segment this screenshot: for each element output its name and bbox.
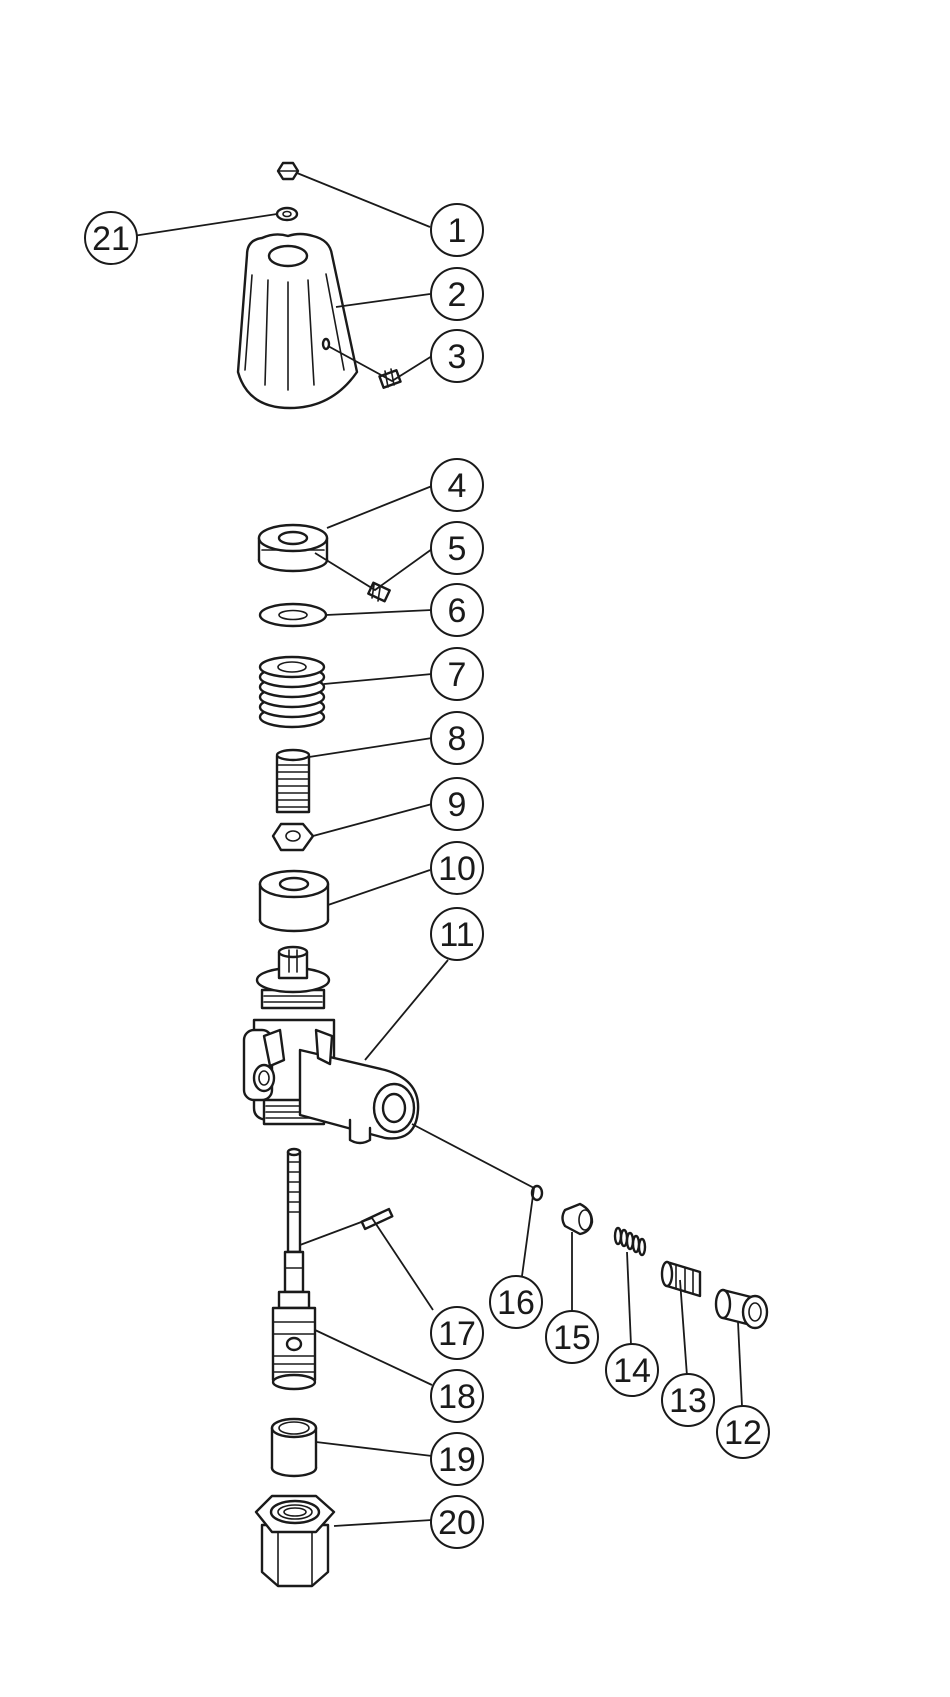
callout-5: 5 <box>430 521 484 575</box>
part-13-cage-drawing <box>660 1260 702 1298</box>
callout-3: 3 <box>430 329 484 383</box>
callout-20: 20 <box>430 1495 484 1549</box>
leader-2 <box>335 293 431 308</box>
part-6-washer-drawing <box>258 602 328 628</box>
callout-1-label: 1 <box>448 212 467 250</box>
leader-5 <box>314 548 433 592</box>
part-7-spring-drawing <box>258 655 326 729</box>
callout-8: 8 <box>430 711 484 765</box>
callout-2-label: 2 <box>448 276 467 314</box>
callouts: 1 2 3 4 5 6 7 8 <box>84 203 770 1549</box>
callout-13: 13 <box>661 1373 715 1427</box>
callout-16-label: 16 <box>497 1284 535 1322</box>
leader-11 <box>364 959 449 1061</box>
leader-3 <box>327 345 433 383</box>
leader-12 <box>737 1321 743 1407</box>
callout-9: 9 <box>430 777 484 831</box>
leader-14 <box>626 1251 632 1346</box>
part-4-collar-drawing <box>257 523 329 573</box>
callout-1: 1 <box>430 203 484 257</box>
callout-13-label: 13 <box>669 1382 707 1420</box>
leader-18 <box>314 1329 433 1386</box>
callout-18-label: 18 <box>438 1378 476 1416</box>
callout-19: 19 <box>430 1432 484 1486</box>
part-19-sleeve-drawing <box>270 1417 318 1478</box>
callout-2: 2 <box>430 267 484 321</box>
callout-11: 11 <box>430 907 484 961</box>
part-15-seat-drawing <box>561 1202 594 1236</box>
callout-7-label: 7 <box>448 656 467 694</box>
part-12-plug-drawing <box>714 1288 769 1330</box>
part-8-threaded-rod-drawing <box>275 748 311 814</box>
part-17-pin-drawing <box>360 1207 394 1231</box>
leader-19 <box>315 1441 433 1457</box>
callout-15: 15 <box>545 1310 599 1364</box>
leader-10 <box>327 869 431 906</box>
leader-4 <box>326 485 433 529</box>
callout-21-label: 21 <box>92 220 130 258</box>
callout-14-label: 14 <box>613 1352 651 1390</box>
part-14-spring-drawing <box>613 1226 647 1257</box>
callout-15-label: 15 <box>553 1319 591 1357</box>
part-10-bushing-drawing <box>258 869 330 933</box>
callout-21: 21 <box>84 211 138 265</box>
callout-7: 7 <box>430 647 484 701</box>
callout-4: 4 <box>430 458 484 512</box>
callout-18: 18 <box>430 1369 484 1423</box>
callout-17: 17 <box>430 1306 484 1360</box>
leader-6 <box>325 609 433 616</box>
leader-16 <box>411 1123 535 1277</box>
part-1-nut-drawing <box>276 161 300 181</box>
part-20-coupling-nut-drawing <box>254 1494 336 1588</box>
callout-12-label: 12 <box>724 1414 762 1452</box>
callout-8-label: 8 <box>448 720 467 758</box>
callout-4-label: 4 <box>448 467 467 505</box>
part-5-screw-drawing <box>367 581 391 603</box>
part-11-valve-body-drawing <box>242 945 420 1145</box>
leader-17 <box>299 1216 434 1311</box>
callout-19-label: 19 <box>438 1441 476 1479</box>
callout-11-label: 11 <box>439 916 474 954</box>
leader-7 <box>323 673 433 685</box>
callout-6-label: 6 <box>448 592 467 630</box>
callout-3-label: 3 <box>448 338 467 376</box>
callout-20-label: 20 <box>438 1504 476 1542</box>
part-18-stem-drawing <box>271 1147 317 1391</box>
parts-drawing <box>236 161 769 1588</box>
part-21-washer-drawing <box>275 206 299 222</box>
leader-lines <box>132 172 743 1527</box>
part-9-hex-nut-drawing <box>271 822 315 852</box>
callout-16: 16 <box>489 1275 543 1329</box>
leader-8 <box>308 737 433 758</box>
callout-5-label: 5 <box>448 530 467 568</box>
callout-14: 14 <box>605 1343 659 1397</box>
callout-10: 10 <box>430 841 484 895</box>
callout-6: 6 <box>430 583 484 637</box>
leader-21 <box>132 213 278 237</box>
callout-17-label: 17 <box>438 1315 476 1353</box>
callout-9-label: 9 <box>448 786 467 824</box>
leader-20 <box>333 1519 433 1527</box>
leader-13 <box>679 1279 688 1377</box>
callout-12: 12 <box>716 1405 770 1459</box>
leader-9 <box>312 803 433 837</box>
leader-1 <box>296 172 431 228</box>
callout-10-label: 10 <box>438 850 476 888</box>
part-2-knob-drawing <box>236 232 359 410</box>
